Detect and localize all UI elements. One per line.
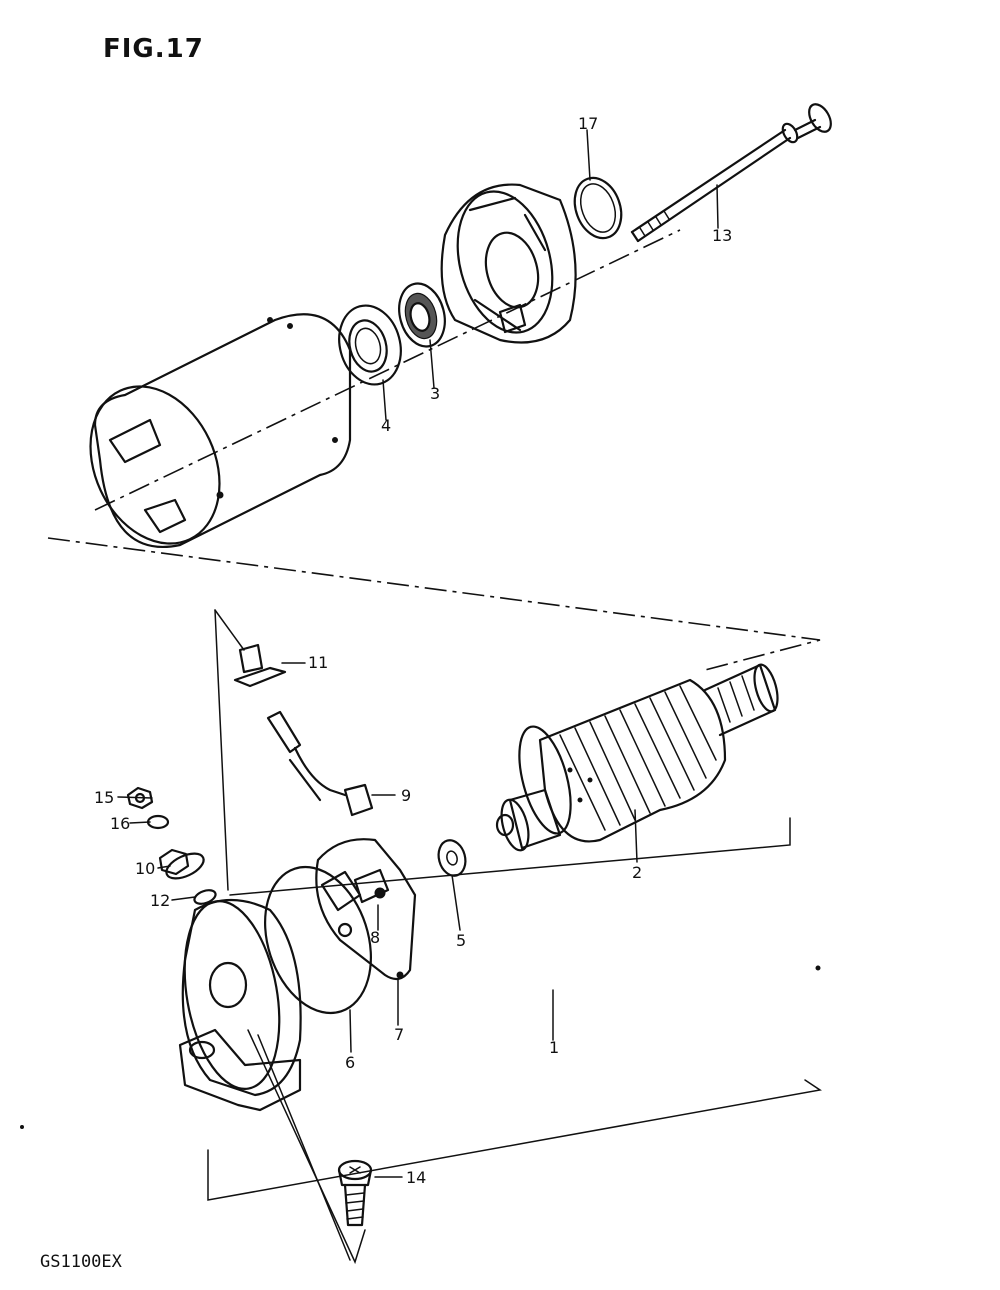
- gasket-ring: [263, 865, 373, 1015]
- bearing: [338, 304, 402, 386]
- assembly-axis: [47, 537, 821, 671]
- figure-title: FIG.17: [103, 34, 204, 64]
- part-label-14: 14: [406, 1168, 427, 1187]
- front-cover: [440, 183, 577, 344]
- part-label-3: 3: [430, 384, 441, 403]
- o-ring-12: [193, 889, 217, 905]
- part-label-2: 2: [632, 863, 643, 882]
- part-label-1: 1: [549, 1038, 560, 1057]
- terminal-11: [233, 643, 287, 688]
- axis-upper: [94, 229, 681, 511]
- screw-14: [337, 1159, 373, 1227]
- yoke-housing: [89, 313, 352, 548]
- armature-windings: [559, 685, 717, 831]
- leader-lines: [117, 129, 719, 1178]
- part-label-15: 15: [94, 788, 115, 807]
- rear-end-cover: [178, 898, 302, 1112]
- part-label-16: 16: [110, 814, 131, 833]
- brush-lead: [266, 710, 374, 817]
- nut-10: [158, 848, 205, 880]
- group-brackets: [207, 609, 822, 1265]
- part-label-6: 6: [345, 1053, 356, 1072]
- washer: [437, 839, 467, 877]
- model-code: GS1100EX: [40, 1252, 122, 1272]
- part-label-12: 12: [150, 891, 171, 910]
- part-label-17: 17: [578, 114, 599, 133]
- through-bolt: [630, 103, 832, 243]
- brush-holder-plate: [315, 838, 417, 981]
- part-label-7: 7: [394, 1025, 405, 1044]
- part-label-8: 8: [370, 928, 381, 947]
- washer-16: [146, 814, 170, 830]
- part-label-9: 9: [401, 786, 412, 805]
- part-label-13: 13: [712, 226, 733, 245]
- part-label-11: 11: [308, 653, 329, 672]
- part-label-10: 10: [135, 859, 156, 878]
- armature: [495, 663, 779, 852]
- part-label-5: 5: [456, 931, 467, 950]
- o-ring: [573, 176, 623, 240]
- part-label-4: 4: [381, 416, 392, 435]
